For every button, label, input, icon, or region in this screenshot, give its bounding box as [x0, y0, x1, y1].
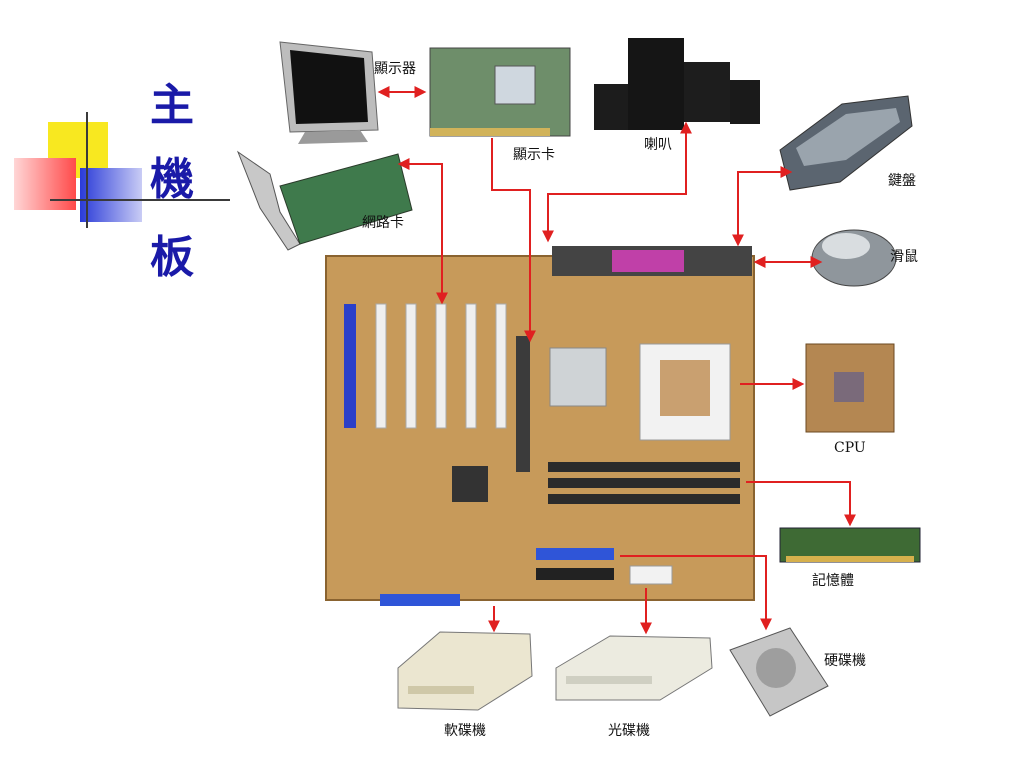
label-monitor: 顯示器 [374, 61, 416, 77]
label-hdd: 硬碟機 [824, 653, 866, 669]
decor-horizontal-line [50, 199, 230, 201]
decor-vertical-line [86, 112, 88, 228]
label-speaker: 喇叭 [644, 137, 672, 153]
label-optical: 光碟機 [608, 723, 650, 739]
network-card-image [236, 150, 413, 251]
hdd-image [729, 627, 829, 717]
speaker-image [594, 38, 760, 130]
title-char-1: 主 [150, 80, 194, 131]
decor-blue-square [80, 168, 142, 222]
optical-drive-image [555, 635, 713, 701]
label-network-card: 網路卡 [362, 215, 404, 231]
display-card-image [429, 47, 571, 137]
label-display-card: 顯示卡 [513, 147, 555, 163]
motherboard-image [325, 246, 755, 606]
label-mouse: 滑鼠 [890, 249, 918, 265]
mouse-image [811, 229, 897, 287]
label-cpu: CPU [834, 440, 866, 456]
label-memory: 記憶體 [812, 573, 854, 589]
connection-arrows [377, 86, 856, 635]
decor-red-square [14, 158, 76, 210]
title-char-2: 機 [150, 154, 194, 205]
cpu-image [805, 343, 895, 433]
floppy-drive-image [397, 631, 533, 711]
memory-image [779, 527, 921, 563]
label-keyboard: 鍵盤 [888, 173, 916, 189]
title-char-3: 板 [150, 232, 194, 283]
label-floppy: 軟碟機 [444, 723, 486, 739]
monitor-image [279, 41, 379, 144]
